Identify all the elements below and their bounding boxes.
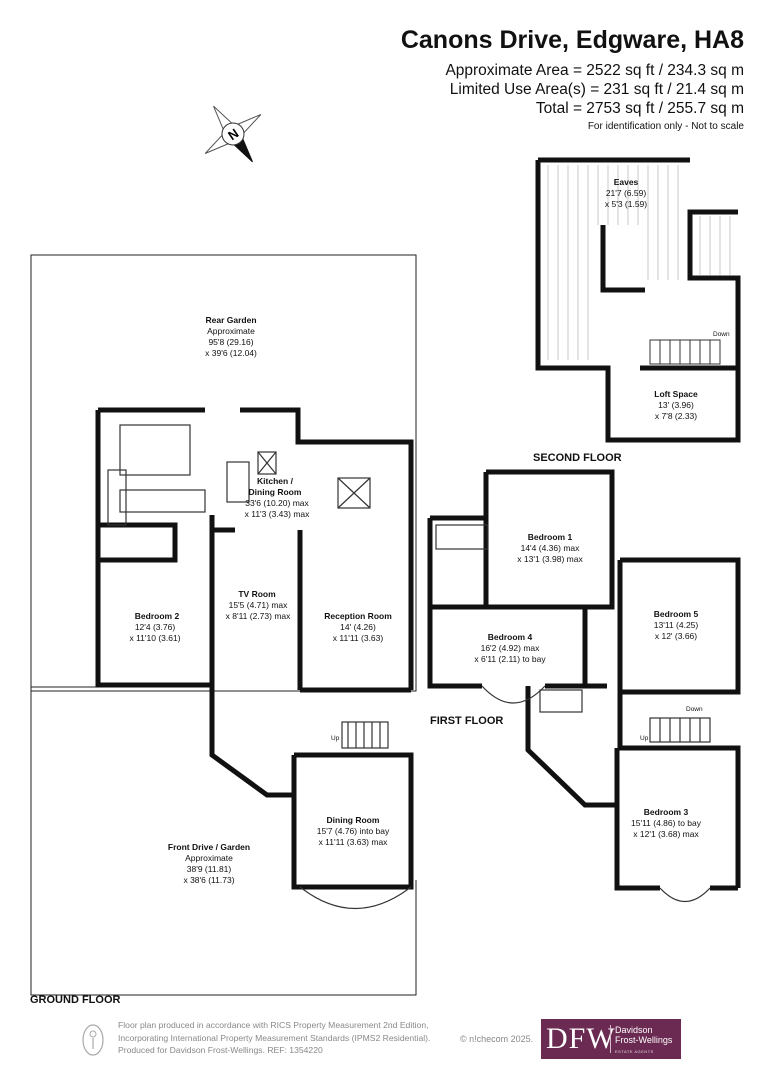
reception-dim2: x 11'11 (3.63) [333,633,384,643]
front-garden-boundary [30,687,417,996]
kitchen-name2: Dining Room [249,487,302,497]
first-stairs-up: Up [640,735,649,742]
eaves-dim2: x 5'3 (1.59) [605,199,647,209]
footer-line-3: Produced for Davidson Frost-Wellings. RE… [118,1045,323,1055]
bedroom2-name: Bedroom 2 [135,611,180,621]
logo-name-1: Davidson [615,1025,653,1035]
reception-dim1: 14' (4.26) [340,622,376,632]
bedroom1-dim1: 14'4 (4.36) max [521,543,581,553]
bedroom5-dim1: 13'11 (4.25) [654,620,699,630]
ground-floor-fixtures [107,424,412,910]
dining-name: Dining Room [327,815,380,825]
footer-disclaimer: Floor plan produced in accordance with R… [118,1019,430,1057]
eaves-dim1: 21'7 (6.59) [606,188,647,198]
limited-use-area: Limited Use Area(s) = 231 sq ft / 21.4 s… [449,81,744,98]
bedroom3-dim1: 15'11 (4.86) to bay [631,818,702,828]
rear-garden-name: Rear Garden [205,315,256,325]
second-stairs-down: Down [713,331,730,338]
total-area: Total = 2753 sq ft / 255.7 sq m [535,100,744,117]
bedroom3-dim2: x 12'1 (3.68) max [633,829,699,839]
bedroom1-dim2: x 13'1 (3.98) max [517,554,583,564]
front-garden-dim1: 38'9 (11.81) [187,864,232,874]
rear-garden-approx: Approximate [207,326,255,336]
logo-monogram: DFW [546,1022,616,1055]
bedroom4-dim1: 16'2 (4.92) max [481,643,541,653]
logo-name-2: Frost-Wellings [615,1035,673,1045]
first-floor-walls [427,469,741,891]
footer-line-2: Incorporating International Property Mea… [118,1032,431,1043]
loft-name: Loft Space [654,389,698,399]
rics-icon [82,1024,104,1056]
kitchen-name: Kitchen / [257,476,294,486]
first-floor-fixtures [435,524,711,902]
tv-room-name: TV Room [238,589,276,599]
tv-room-dim1: 15'5 (4.71) max [229,600,289,610]
bedroom5-name: Bedroom 5 [654,609,699,619]
loft-dim1: 13' (3.96) [658,400,694,410]
footer-line-1: Floor plan produced in accordance with R… [118,1020,429,1030]
reception-name: Reception Room [324,611,392,621]
property-title: Canons Drive, Edgware, HA8 [400,26,744,54]
logo-name: Davidson Frost-Wellings [615,1025,672,1045]
loft-dim2: x 7'8 (2.33) [655,411,697,421]
approx-area: Approximate Area = 2522 sq ft / 234.3 sq… [445,62,744,79]
bedroom5-dim2: x 12' (3.66) [655,631,697,641]
ground-stairs-up: Up [331,735,340,742]
first-floor-label: FIRST FLOOR [430,715,503,727]
second-floor-label: SECOND FLOOR [533,452,622,464]
front-garden-dim2: x 38'6 (11.73) [183,875,234,885]
second-floor-walls [535,157,741,443]
bedroom1-name: Bedroom 1 [528,532,573,542]
bedroom3-name: Bedroom 3 [644,807,689,817]
second-floor-stairs [649,339,721,365]
dining-dim1: 15'7 (4.76) into bay [317,826,390,836]
bedroom4-dim2: x 6'11 (2.11) to bay [474,654,546,664]
bedroom2-dim2: x 11'10 (3.61) [129,633,180,643]
ground-floor-label: GROUND FLOOR [30,994,120,1006]
first-stairs-down: Down [686,706,703,713]
logo-tagline: ESTATE AGENTS [615,1049,654,1054]
bedroom2-dim1: 12'4 (3.76) [135,622,176,632]
kitchen-dim1: 33'6 (10.20) max [245,498,309,508]
logo-divider [610,1025,611,1053]
agency-logo: DFW Davidson Frost-Wellings ESTATE AGENT… [541,1019,681,1059]
rear-garden-dim1: 95'8 (29.16) [208,337,253,347]
dining-dim2: x 11'11 (3.63) max [319,837,389,847]
nichecom-credit: © n!checom 2025. [460,1034,534,1044]
eaves-hatching [547,165,731,360]
tv-room-dim2: x 8'11 (2.73) max [226,611,292,621]
kitchen-dim2: x 11'3 (3.43) max [245,509,311,519]
front-garden-approx: Approximate [185,853,233,863]
rear-garden-dim2: x 39'6 (12.04) [205,348,257,358]
front-garden-name: Front Drive / Garden [168,842,250,852]
bedroom4-name: Bedroom 4 [488,632,533,642]
identification-note: For identification only - Not to scale [587,121,744,132]
compass-icon: N [204,105,262,163]
rear-garden-boundary [30,254,417,692]
eaves-name: Eaves [614,177,639,187]
